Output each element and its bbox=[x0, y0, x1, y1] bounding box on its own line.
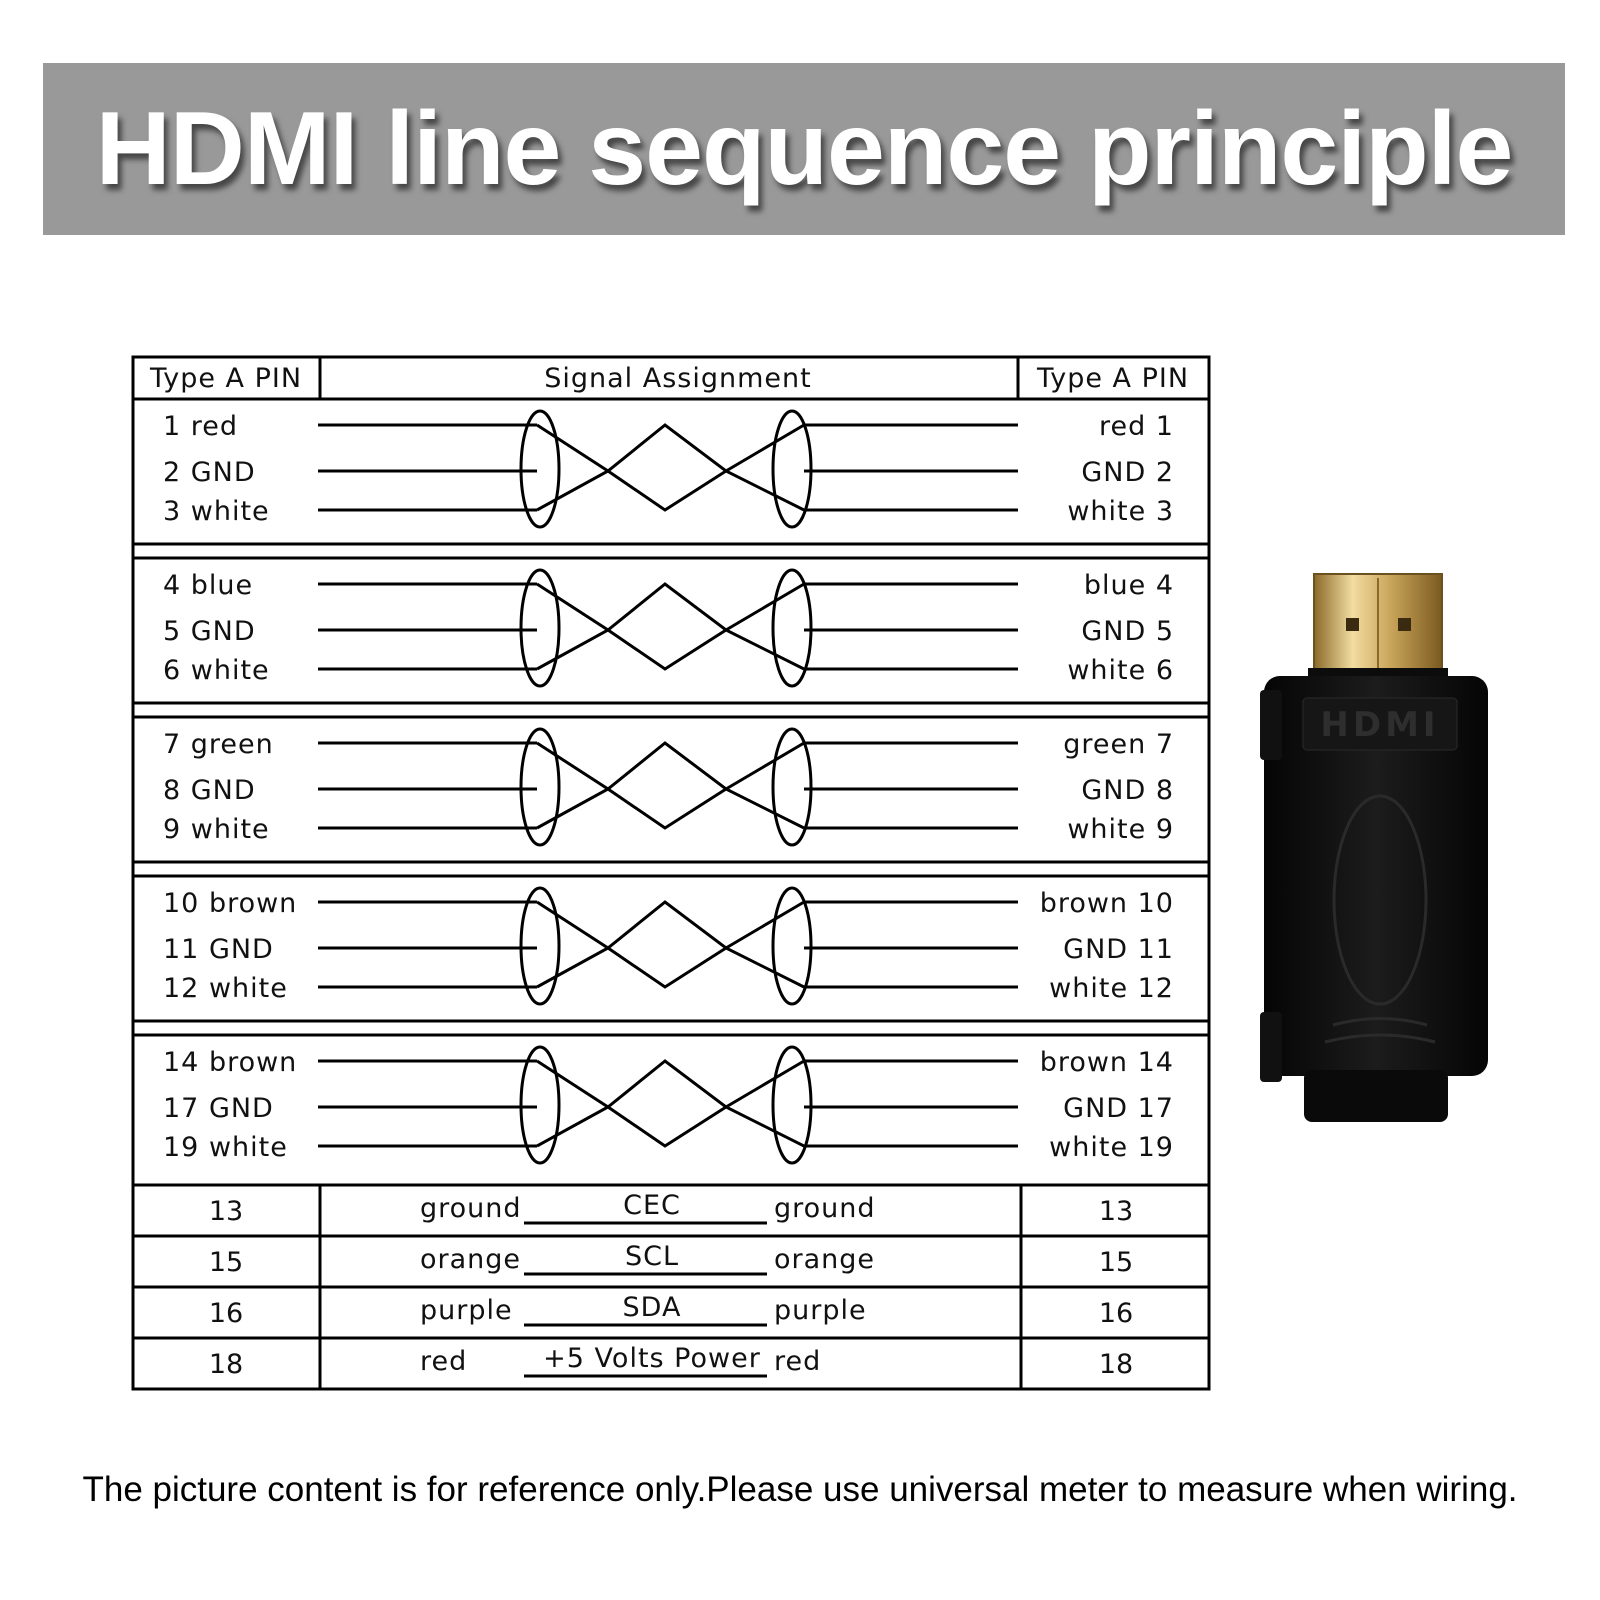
page-title: HDMI line sequence principle bbox=[95, 90, 1514, 207]
hdmi-logo: HDMI bbox=[1320, 705, 1439, 745]
single-left-pin: 18 bbox=[209, 1349, 243, 1380]
pin-label-right: blue 4 bbox=[1084, 570, 1174, 601]
twist-line bbox=[536, 423, 805, 512]
header-right: Type A PIN bbox=[1036, 363, 1189, 394]
header-left: Type A PIN bbox=[149, 363, 302, 394]
twist-line bbox=[536, 582, 805, 671]
shield-ellipse-right bbox=[771, 1045, 813, 1165]
single-left-wire: red bbox=[420, 1346, 467, 1377]
shield-ellipse-left bbox=[519, 409, 561, 529]
pin-label-right: white 12 bbox=[1049, 973, 1174, 1004]
pin-label-right: GND 11 bbox=[1063, 934, 1174, 965]
shield-ellipse-left bbox=[519, 568, 561, 688]
pin-label-right: GND 2 bbox=[1081, 457, 1174, 488]
connector-ridge bbox=[1324, 1033, 1436, 1044]
connector-side-clip bbox=[1260, 1012, 1282, 1082]
hdmi-connector-image: HDMI bbox=[1260, 573, 1488, 1122]
pin-label-left: 2 GND bbox=[163, 457, 256, 488]
footer-note: The picture content is for reference onl… bbox=[82, 1470, 1518, 1509]
pin-label-left: 5 GND bbox=[163, 616, 256, 647]
connector-side-clip bbox=[1260, 690, 1282, 760]
single-right-pin: 15 bbox=[1099, 1247, 1133, 1278]
connector-oval-emboss bbox=[1332, 794, 1428, 1006]
single-left-wire: ground bbox=[420, 1193, 522, 1224]
twist-line bbox=[536, 1059, 805, 1148]
pin-label-right: GND 17 bbox=[1063, 1093, 1174, 1124]
twist-line bbox=[536, 1059, 805, 1148]
pin-label-left: 19 white bbox=[163, 1132, 288, 1163]
pin-label-right: brown 10 bbox=[1040, 888, 1174, 919]
pin-label-right: white 19 bbox=[1049, 1132, 1174, 1163]
pin-label-right: red 1 bbox=[1099, 411, 1174, 442]
twist-line bbox=[536, 900, 805, 989]
single-right-wire: ground bbox=[774, 1193, 876, 1224]
single-left-pin: 13 bbox=[209, 1196, 243, 1227]
single-signal-name: SDA bbox=[623, 1292, 682, 1323]
single-signal-name: CEC bbox=[623, 1190, 681, 1221]
shield-ellipse-right bbox=[771, 568, 813, 688]
twist-line bbox=[536, 900, 805, 989]
single-right-pin: 18 bbox=[1099, 1349, 1133, 1380]
single-right-pin: 16 bbox=[1099, 1298, 1133, 1329]
single-left-pin: 16 bbox=[209, 1298, 243, 1329]
twist-line bbox=[536, 582, 805, 671]
pin-label-left: 6 white bbox=[163, 655, 270, 686]
pin-label-left: 4 blue bbox=[163, 570, 253, 601]
single-signal-name: +5 Volts Power bbox=[543, 1343, 761, 1374]
single-signal-name: SCL bbox=[625, 1241, 679, 1272]
connector-logo-plate bbox=[1302, 697, 1458, 751]
pin-label-left: 7 green bbox=[163, 729, 274, 760]
shield-ellipse-left bbox=[519, 1045, 561, 1165]
shield-ellipse-right bbox=[771, 727, 813, 847]
pin-label-left: 9 white bbox=[163, 814, 270, 845]
table-border bbox=[131, 355, 1211, 1391]
single-left-wire: purple bbox=[420, 1295, 513, 1326]
shield-ellipse-left bbox=[519, 727, 561, 847]
single-right-pin: 13 bbox=[1099, 1196, 1133, 1227]
shield-ellipse-left bbox=[519, 886, 561, 1006]
connector-pin-slot bbox=[1398, 618, 1411, 631]
pin-label-left: 3 white bbox=[163, 496, 270, 527]
pair-groups: 1 red 2 GND 3 white red 1 GND 2 white 3 4 blue… bbox=[133, 409, 1209, 1165]
pin-label-right: white 3 bbox=[1067, 496, 1174, 527]
header-middle: Signal Assignment bbox=[544, 363, 812, 394]
pin-label-left: 8 GND bbox=[163, 775, 256, 806]
twist-line bbox=[536, 423, 805, 512]
connector-cable-end bbox=[1304, 1070, 1448, 1122]
pin-label-right: white 6 bbox=[1067, 655, 1174, 686]
single-right-wire: orange bbox=[774, 1244, 875, 1275]
pin-label-left: 11 GND bbox=[163, 934, 274, 965]
pin-label-left: 12 white bbox=[163, 973, 288, 1004]
pin-label-right: GND 5 bbox=[1081, 616, 1174, 647]
shield-ellipse-right bbox=[771, 409, 813, 529]
single-left-pin: 15 bbox=[209, 1247, 243, 1278]
pin-label-right: green 7 bbox=[1063, 729, 1174, 760]
single-right-wire: purple bbox=[774, 1295, 867, 1326]
pin-label-right: GND 8 bbox=[1081, 775, 1174, 806]
twist-line bbox=[536, 741, 805, 830]
shield-ellipse-right bbox=[771, 886, 813, 1006]
connector-ridge bbox=[1332, 1017, 1428, 1027]
title-banner: HDMI line sequence principle bbox=[43, 63, 1565, 235]
single-right-wire: red bbox=[774, 1346, 821, 1377]
single-left-wire: orange bbox=[420, 1244, 521, 1275]
pin-label-right: brown 14 bbox=[1040, 1047, 1174, 1078]
pin-label-left: 1 red bbox=[163, 411, 238, 442]
single-rows: 13 ground CEC ground 13 15 orange SCL orange 15 16… bbox=[133, 1190, 1209, 1380]
pin-label-left: 17 GND bbox=[163, 1093, 274, 1124]
connector-pin-slot bbox=[1346, 618, 1359, 631]
pin-label-right: white 9 bbox=[1067, 814, 1174, 845]
pin-label-left: 10 brown bbox=[163, 888, 297, 919]
connector-body bbox=[1264, 676, 1488, 1076]
pin-label-left: 14 brown bbox=[163, 1047, 297, 1078]
twist-line bbox=[536, 741, 805, 830]
